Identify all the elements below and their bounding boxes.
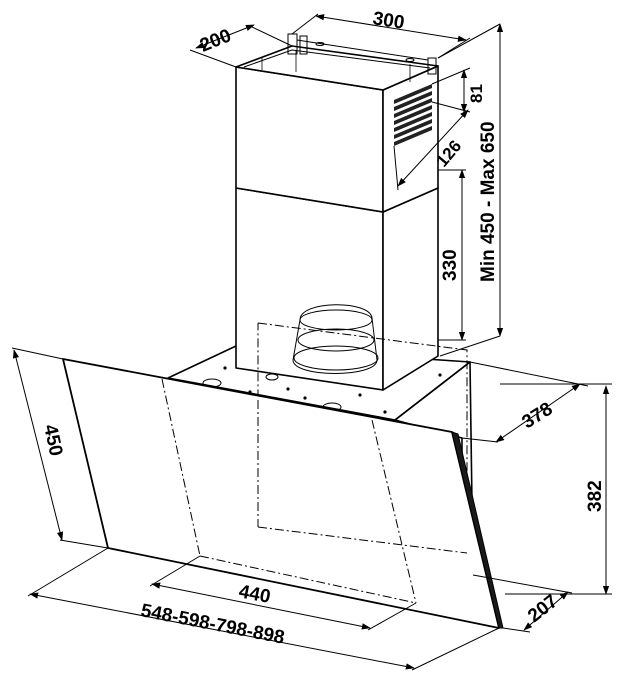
dim-vent-height: 81 (467, 84, 486, 103)
dim-bottom-depth: 207 (524, 591, 562, 627)
chimney (235, 33, 439, 391)
dim-chimney-lower-height: 330 (440, 249, 461, 281)
dim-chimney-depth: 200 (197, 25, 234, 56)
dim-inner-width: 440 (237, 581, 272, 608)
dim-chimney-width: 300 (371, 8, 406, 34)
dim-hood-width-options: 548-598-798-898 (139, 600, 286, 648)
duct-connector (292, 304, 379, 374)
dimension-lines (11, 13, 612, 671)
dim-glass-height: 450 (39, 423, 66, 458)
mounting-holes (202, 365, 442, 414)
dim-chimney-height-range: Min 450 - Max 650 (478, 121, 499, 282)
dim-hood-height: 382 (585, 480, 606, 512)
glass-canopy (62, 358, 504, 629)
